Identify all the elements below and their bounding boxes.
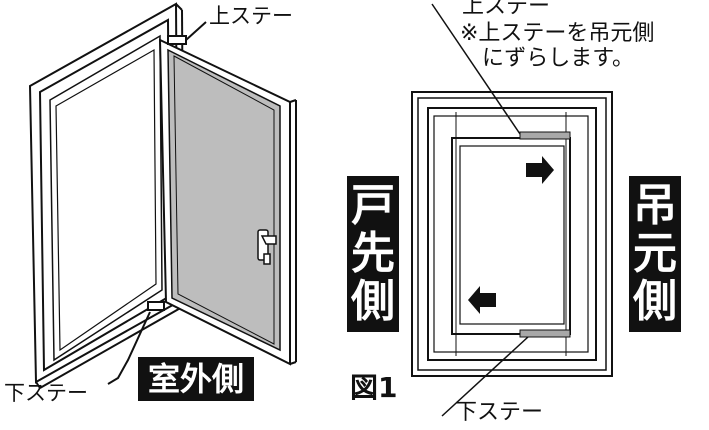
top-stay-right <box>519 131 571 140</box>
top-stay-label-left: 上ステー <box>209 4 293 28</box>
bottom-stay-label-right: 下ステー <box>455 400 544 425</box>
note-text: ※上ステーを吊元側 にずらします。 <box>460 21 655 71</box>
note-line-1: ※上ステーを吊元側 <box>460 21 655 46</box>
top-stay-label-right: 上ステー <box>462 0 551 19</box>
latch-side-char: 戸 <box>351 180 395 231</box>
top-stay-left <box>167 21 207 45</box>
bottom-stay-right <box>519 329 571 338</box>
latch-side-badge: 戸 先 側 <box>347 176 399 332</box>
door-handle <box>257 229 277 265</box>
bottom-stay-left <box>107 301 165 385</box>
hinge-side-char: 側 <box>633 276 677 327</box>
hinge-side-badge: 吊 元 側 <box>629 176 681 332</box>
screen-door-open <box>158 38 297 366</box>
leader-top-stay-right <box>431 3 521 135</box>
hinge-side-char: 元 <box>633 228 677 279</box>
hinge-side-char: 吊 <box>633 180 677 231</box>
arrow-left-icon <box>468 286 496 314</box>
leader-bottom-stay-right <box>441 336 529 417</box>
bottom-stay-label-left: 下ステー <box>4 381 88 405</box>
outdoor-side-badge: 室外側 <box>138 357 254 401</box>
latch-side-char: 側 <box>351 276 395 327</box>
window-frame-front <box>411 91 613 377</box>
figure-number: 図1 <box>350 371 398 404</box>
arrow-right-icon <box>526 156 554 184</box>
note-line-2: にずらします。 <box>482 45 635 71</box>
latch-side-char: 先 <box>351 228 395 279</box>
